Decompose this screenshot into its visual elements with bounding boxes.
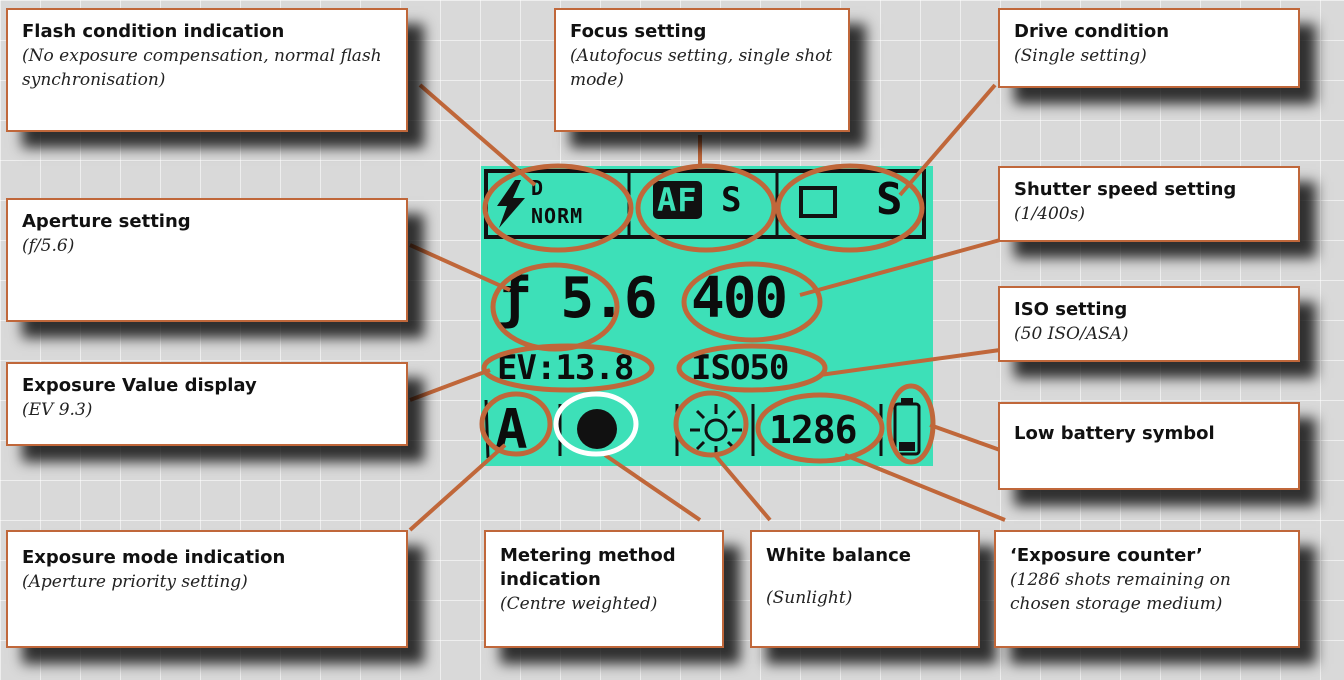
- callout-mode: Exposure mode indication (Aperture prior…: [6, 530, 408, 648]
- callout-flash-subtitle: (No exposure compensation, normal flash …: [22, 46, 382, 90]
- callout-metering-title: Metering method indication: [500, 545, 676, 590]
- callout-focus: Focus setting (Autofocus setting, single…: [554, 8, 850, 132]
- callout-mode-title: Exposure mode indication: [22, 547, 286, 568]
- ev-highlight: [481, 343, 655, 393]
- battery-icon: [893, 398, 921, 456]
- callout-metering: Metering method indication (Centre weigh…: [484, 530, 724, 648]
- callout-drive-subtitle: (Single setting): [1014, 46, 1147, 66]
- callout-drive-title: Drive condition: [1014, 21, 1170, 42]
- wb-highlight: [673, 390, 749, 458]
- callout-aperture: Aperture setting (f/5.6): [6, 198, 408, 322]
- iso-highlight: [676, 343, 828, 393]
- shutter-highlight: [681, 261, 823, 343]
- callout-focus-title: Focus setting: [570, 21, 707, 42]
- callout-shutter-subtitle: (1/400s): [1014, 204, 1085, 224]
- metering-highlight: [553, 391, 639, 457]
- callout-focus-subtitle: (Autofocus setting, single shot mode): [570, 46, 833, 90]
- callout-wb-title: White balance: [766, 545, 911, 566]
- focus-highlight: [635, 163, 777, 253]
- callout-flash: Flash condition indication (No exposure …: [6, 8, 408, 132]
- flash-mode-text: NORM: [531, 204, 584, 228]
- drive-highlight: [775, 163, 925, 253]
- counter-highlight: [755, 392, 885, 464]
- callout-iso: ISO setting (50 ISO/ASA): [998, 286, 1300, 362]
- callout-wb-subtitle: (Sunlight): [766, 588, 853, 608]
- callout-drive: Drive condition (Single setting): [998, 8, 1300, 88]
- battery-highlight: [886, 383, 936, 465]
- aperture-readout: ƒ 5.6: [497, 266, 658, 331]
- callout-shutter-title: Shutter speed setting: [1014, 179, 1237, 200]
- callout-wb: White balance (Sunlight): [750, 530, 980, 648]
- lcd-panel: D NORM AF S S ƒ 5.6 400 EV:13.8 ISO50 A …: [481, 166, 933, 466]
- callout-ev-subtitle: (EV 9.3): [22, 400, 93, 420]
- exposure-counter-readout: 1286: [769, 408, 858, 452]
- callout-battery-title: Low battery symbol: [1014, 423, 1215, 444]
- callout-counter-subtitle: (1286 shots remaining on chosen storage …: [1010, 570, 1231, 614]
- callout-shutter: Shutter speed setting (1/400s): [998, 166, 1300, 242]
- shutter-readout: 400: [691, 266, 788, 331]
- callout-metering-subtitle: (Centre weighted): [500, 594, 658, 614]
- callout-ev: Exposure Value display (EV 9.3): [6, 362, 408, 446]
- callout-iso-subtitle: (50 ISO/ASA): [1014, 324, 1129, 344]
- mode-highlight: [479, 391, 553, 457]
- callout-battery: Low battery symbol: [998, 402, 1300, 490]
- callout-iso-title: ISO setting: [1014, 299, 1128, 320]
- callout-mode-subtitle: (Aperture priority setting): [22, 572, 248, 592]
- centre-weighted-icon: [577, 409, 617, 449]
- af-mode-text: S: [721, 180, 743, 220]
- flash-highlight: [482, 163, 634, 253]
- single-frame-icon: [799, 186, 837, 218]
- callout-counter-title: ‘Exposure counter’: [1010, 545, 1203, 566]
- flash-icon: [497, 180, 525, 228]
- callout-flash-title: Flash condition indication: [22, 21, 285, 42]
- callout-aperture-subtitle: (f/5.6): [22, 236, 75, 256]
- aperture-highlight: [490, 262, 620, 352]
- callout-ev-title: Exposure Value display: [22, 375, 257, 396]
- callout-counter: ‘Exposure counter’ (1286 shots remaining…: [994, 530, 1300, 648]
- iso-readout: ISO50: [691, 348, 789, 388]
- drive-mode-text: S: [876, 174, 904, 225]
- ev-readout: EV:13.8: [497, 348, 634, 388]
- af-badge: AF: [653, 181, 702, 219]
- callout-aperture-title: Aperture setting: [22, 211, 191, 232]
